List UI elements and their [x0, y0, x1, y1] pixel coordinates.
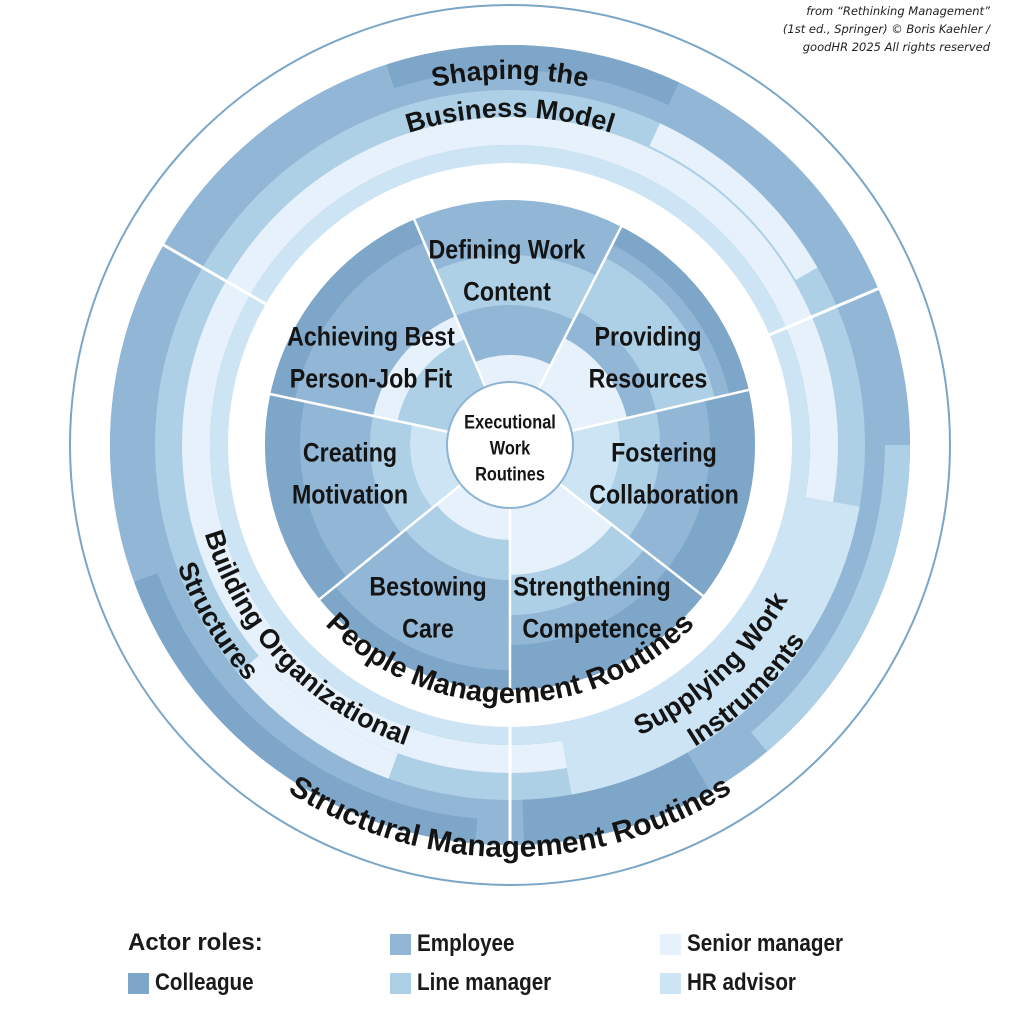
center-circle: [446, 381, 574, 509]
role-band: [163, 44, 879, 307]
people-segment-band: [474, 355, 551, 389]
people-segment-band: [410, 424, 462, 508]
people-divider: [571, 388, 750, 433]
people-segment-band: [612, 226, 749, 395]
people-segment-band: [265, 394, 347, 600]
role-band: [181, 281, 510, 773]
role-band: [751, 445, 910, 752]
people-segment-band: [436, 484, 510, 540]
swatch-line-manager: [390, 972, 411, 994]
people-segment-band: [578, 257, 715, 412]
people-divider: [558, 482, 705, 598]
people-segment-band: [370, 415, 433, 534]
people-divider: [269, 392, 449, 434]
legend-label: HR advisor: [687, 969, 796, 996]
people-segment-band: [596, 411, 661, 538]
legend-label: Senior manager: [687, 930, 844, 957]
role-band: [134, 573, 478, 844]
structural-divider: [768, 286, 881, 337]
swatch-senior-manager: [660, 933, 681, 955]
role-band: [386, 44, 680, 106]
legend-item-hr-advisor: HR advisor: [660, 969, 814, 997]
legend-item-senior-manager: Senior manager: [660, 930, 868, 958]
role-band: [582, 586, 795, 762]
structural-divider: [161, 242, 267, 306]
people-divider: [537, 225, 623, 390]
people-segment-band: [397, 339, 486, 432]
credit-line: (1st ed., Springer) © Boris Kaehler /: [782, 22, 990, 36]
role-band: [154, 267, 510, 800]
role-band: [225, 116, 812, 328]
people-segment-band: [559, 420, 621, 513]
legend-item-line-manager: Line manager: [390, 969, 573, 997]
legend-title: Actor roles:: [128, 929, 263, 956]
legend: Actor roles: Colleague Employee Line man…: [0, 925, 1014, 1005]
people-divider: [412, 218, 487, 388]
people-divider: [318, 483, 462, 601]
legend-label: Employee: [417, 930, 515, 957]
role-band: [250, 145, 787, 335]
people-segment-band: [319, 586, 510, 690]
people-segment-band: [405, 504, 510, 580]
role-band: [238, 655, 398, 779]
people-segment-band: [510, 568, 704, 690]
role-band: [522, 752, 710, 845]
credit-line: from “Rethinking Management”: [806, 4, 990, 18]
role-band: [210, 295, 511, 745]
people-segment-band: [510, 525, 644, 615]
legend-label: Colleague: [155, 969, 254, 996]
copyright-credit: from “Rethinking Management” (1st ed., S…: [730, 2, 990, 56]
legend-label: Line manager: [417, 969, 552, 996]
people-segment-band: [435, 255, 597, 321]
swatch-employee: [390, 933, 411, 955]
people-segment-band: [373, 316, 466, 422]
people-segment-band: [270, 219, 425, 400]
legend-item-colleague: Colleague: [128, 969, 270, 997]
credit-line: goodHR 2025 All rights reserved: [802, 40, 990, 54]
people-segment-band: [667, 389, 755, 596]
legend-item-employee: Employee: [390, 930, 530, 958]
people-segment-band: [538, 338, 627, 431]
swatch-hr-advisor: [660, 972, 681, 994]
role-band: [649, 123, 818, 280]
swatch-colleague: [128, 972, 149, 994]
people-wheel: [265, 200, 755, 691]
